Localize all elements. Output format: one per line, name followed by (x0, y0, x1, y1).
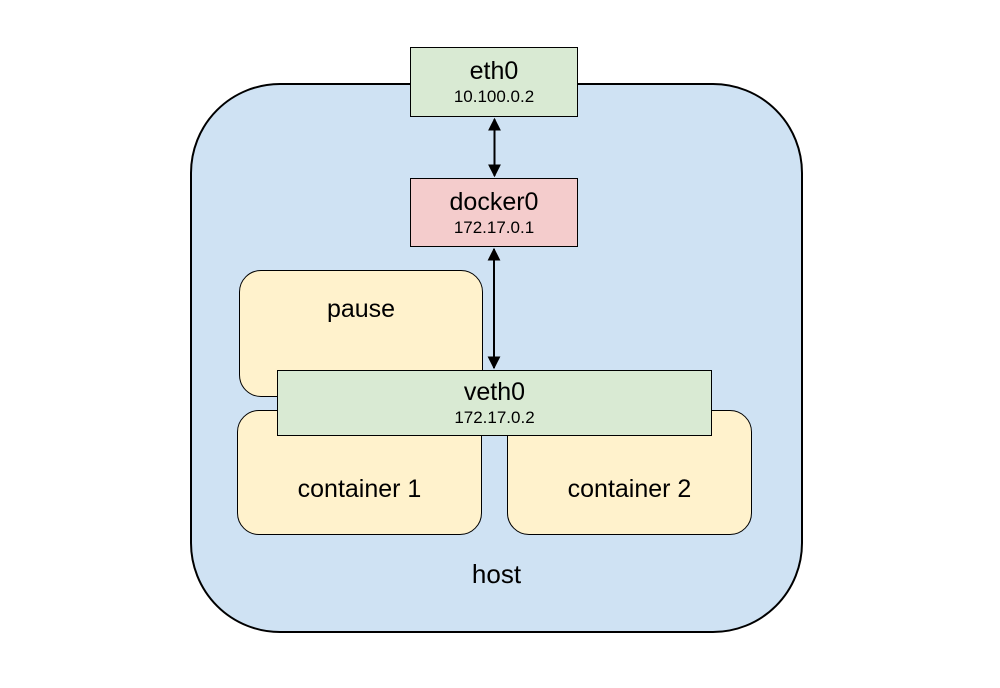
veth0-ip: 172.17.0.2 (454, 408, 535, 427)
docker0-node: docker0 172.17.0.1 (410, 178, 578, 247)
container2-label: container 2 (567, 475, 692, 503)
pause-label: pause (326, 295, 396, 323)
eth0-ip: 10.100.0.2 (453, 87, 535, 106)
container1-label: container 1 (297, 475, 422, 503)
veth0-label: veth0 (463, 378, 526, 406)
eth0-node: eth0 10.100.0.2 (410, 47, 578, 117)
docker0-ip: 172.17.0.1 (453, 217, 535, 237)
veth0-node: veth0 172.17.0.2 (277, 370, 712, 436)
docker0-label: docker0 (449, 187, 539, 216)
eth0-label: eth0 (469, 57, 519, 85)
host-label: host (471, 559, 522, 589)
